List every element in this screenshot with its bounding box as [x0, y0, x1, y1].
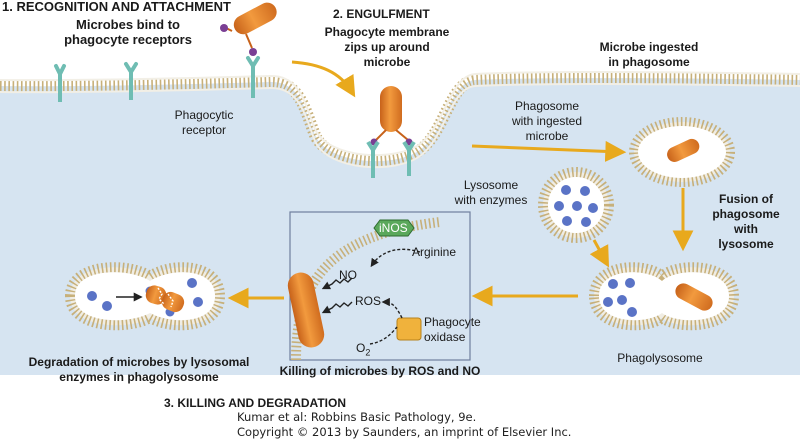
phagocytic-receptor	[54, 64, 66, 102]
no-attack-arrow	[321, 277, 353, 290]
phagocytic-receptor-bound	[402, 140, 416, 176]
lysosome-label: Lysosome with enzymes	[454, 178, 528, 207]
fusion-label: Fusion of phagosome with lysosome	[712, 192, 780, 251]
credit-line2: Copyright © 2013 by Saunders, an imprint…	[237, 425, 572, 439]
attaching-microbe	[220, 2, 277, 49]
phagolysosome-label: Phagolysosome	[617, 351, 703, 365]
lysosome	[538, 167, 614, 243]
degraded-microbe	[145, 285, 185, 313]
engulfing-microbe	[370, 86, 413, 146]
inos-label: iNOS	[379, 221, 408, 235]
credit-line1: Kumar et al: Robbins Basic Pathology, 9e…	[237, 410, 477, 424]
phagosome	[629, 117, 735, 187]
lysosomal-enzyme	[603, 278, 637, 317]
phagocytic-receptor	[124, 62, 138, 100]
degrading-phagolysosome	[64, 262, 226, 331]
step2-caption: Phagocyte membrane zips up around microb…	[324, 25, 450, 69]
ros-label: ROS	[355, 294, 382, 308]
step3-heading: 3. KILLING AND DEGRADATION	[164, 396, 346, 410]
phagolysosome	[588, 262, 740, 331]
step1-caption: Microbes bind to phagocyte receptors	[64, 17, 192, 47]
phagocyte-oxidase	[396, 317, 422, 341]
step2-heading: 2. ENGULFMENT	[333, 7, 430, 21]
killing-inset	[287, 211, 471, 361]
arrow-lysosome-fusion	[589, 239, 610, 268]
degradation-caption: Degradation of microbes by lysosomal enz…	[28, 355, 250, 384]
step1-heading: 1. RECOGNITION AND ATTACHMENT	[2, 0, 231, 14]
inset-caption: Killing of microbes by ROS and NO	[279, 364, 481, 378]
microbe-being-killed	[287, 272, 325, 348]
ros-attack-arrow	[321, 301, 353, 314]
o2-label: O2	[356, 341, 371, 358]
arginine-label: Arginine	[412, 245, 457, 259]
cell-membrane	[0, 71, 800, 169]
ingested-caption: Microbe ingested in phagosome	[599, 40, 699, 69]
lysosomal-enzyme	[554, 185, 598, 227]
inos-enzyme	[373, 219, 415, 237]
phagocytic-receptor-bound	[366, 140, 380, 178]
microbe-ligand	[249, 48, 257, 56]
o2-subscript: 2	[365, 347, 371, 358]
phagocytic-receptor-bound	[246, 48, 260, 98]
o2-pathway-arrow	[369, 326, 398, 345]
no-label: NO	[339, 268, 357, 282]
arrow-to-engulfment	[291, 60, 356, 98]
receptor-label: Phagocytic receptor	[174, 108, 234, 137]
oxidase-label: Phagocyte oxidase	[424, 315, 481, 344]
arrow-to-phagosome	[471, 140, 627, 162]
arginine-pathway-arrow	[370, 248, 421, 268]
oxidase-to-ros-arrow	[381, 297, 403, 319]
phagosome-label: Phagosome with ingested microbe	[511, 99, 583, 143]
